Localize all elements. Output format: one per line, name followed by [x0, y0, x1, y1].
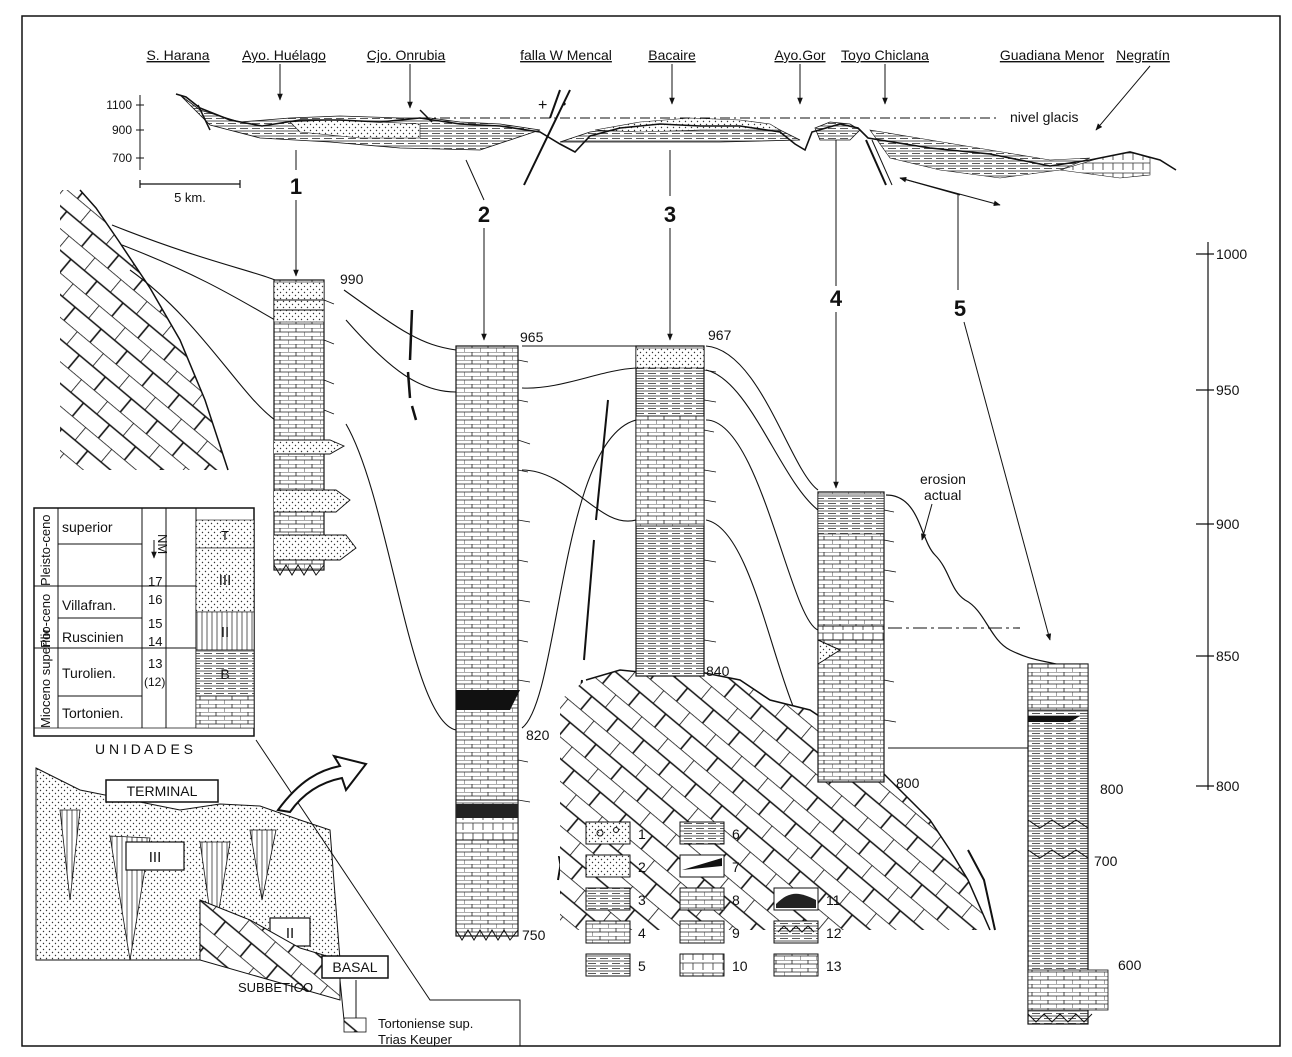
stage-ruscinien: Ruscinien: [62, 629, 123, 645]
column-4-value-800: 800: [896, 775, 920, 791]
stratigraphic-column-2: 965 820 750: [456, 329, 550, 943]
locality-falla-w-mencal: falla W Mencal: [520, 47, 612, 63]
units-footer: U N I D A D E S: [95, 741, 193, 757]
legend-2: 2: [638, 859, 646, 875]
column-5-value-600: 600: [1118, 957, 1142, 973]
legend-7: 7: [732, 859, 740, 875]
stage-superior: superior: [62, 519, 113, 535]
block-legend-2: Trias Keuper: [378, 1032, 453, 1047]
erosion-label-1: erosion: [920, 471, 966, 487]
locality-cjo-onrubia: Cjo. Onrubia: [367, 47, 446, 63]
basement-wedge-left: [60, 190, 228, 470]
locality-toyo-chiclana: Toyo Chiclana: [841, 47, 929, 63]
legend-13: 13: [826, 958, 842, 974]
unit-iii: III: [219, 572, 232, 589]
epoch-mioceno: Mioceno superior: [38, 628, 53, 728]
column-number-1: 1: [290, 174, 302, 199]
column-2-value-750: 750: [522, 927, 546, 943]
stratigraphic-column-1: 990: [274, 271, 364, 575]
block-unit-iii: III: [149, 849, 162, 866]
column-number-2: 2: [478, 202, 490, 227]
nm-13: 13: [148, 656, 162, 671]
axis-tick-800: 800: [1216, 778, 1240, 794]
nm-label: NM: [155, 534, 170, 554]
nm-15: 15: [148, 616, 162, 631]
unit-b: B: [220, 666, 229, 682]
legend-10: 10: [732, 958, 748, 974]
legend-9: 9: [732, 925, 740, 941]
curved-arrow-icon: [278, 756, 366, 812]
elevation-700: 700: [112, 151, 132, 165]
column-3-value-840: 840: [706, 663, 730, 679]
distance-scale-bar: [140, 180, 240, 188]
axis-tick-950: 950: [1216, 382, 1240, 398]
erosion-label-2: actual: [924, 487, 961, 503]
block-basal: BASAL: [332, 959, 377, 975]
column-2-value-820: 820: [526, 727, 550, 743]
top-profile: S. Harana Ayo. Huélago Cjo. Onrubia fall…: [106, 47, 1176, 290]
elevation-900: 900: [112, 123, 132, 137]
legend-1: 1: [638, 826, 646, 842]
block-diagram: III TERMINAL II BASAL SUBBETICO Tortonie…: [36, 740, 520, 1047]
locality-bacaire: Bacaire: [648, 47, 696, 63]
right-elevation-axis: 1000 950 900 850 800: [1196, 242, 1247, 794]
locality-s-harana: S. Harana: [146, 47, 209, 63]
block-subbetico: SUBBETICO: [238, 980, 313, 995]
unit-ii: II: [221, 624, 229, 641]
column-number-5: 5: [954, 296, 966, 321]
nm-12: (12): [144, 675, 165, 689]
column-5-value-700: 700: [1094, 853, 1118, 869]
stratigraphic-column-5: 800 700 600: [1028, 664, 1142, 1024]
legend-4: 4: [638, 925, 646, 941]
stage-villafran: Villafran.: [62, 597, 116, 613]
legend-8: 8: [732, 892, 740, 908]
epoch-pleistoceno: Pleisto-ceno: [38, 514, 53, 586]
legend-3: 3: [638, 892, 646, 908]
stage-tortonien: Tortonien.: [62, 705, 123, 721]
legend-12: 12: [826, 925, 842, 941]
units-table: Pleisto-ceno Plio-ceno Mioceno superior …: [34, 508, 254, 757]
nm-16: 16: [148, 592, 162, 607]
locality-ayo-gor: Ayo.Gor: [774, 47, 825, 63]
scale-label: 5 km.: [174, 190, 206, 205]
column-3-top-value: 967: [708, 327, 732, 343]
stratigraphic-column-3: 967 840: [636, 327, 732, 679]
legend-11: 11: [826, 892, 841, 908]
legend-6: 6: [732, 826, 740, 842]
fault-column-1: [408, 310, 416, 420]
elevation-1100: 1100: [106, 98, 132, 112]
locality-guadiana-menor: Guadiana Menor: [1000, 47, 1105, 63]
block-terminal: TERMINAL: [127, 783, 198, 799]
locality-ayo-huelago: Ayo. Huélago: [242, 47, 326, 63]
svg-text:+: +: [538, 97, 547, 114]
locality-negratin: Negratín: [1116, 47, 1170, 63]
glacis-label: nivel glacis: [1010, 109, 1078, 125]
column-number-4: 4: [830, 286, 843, 311]
column-1-top-value: 990: [340, 271, 364, 287]
stage-turolien: Turolien.: [62, 665, 116, 681]
column-5-value-800: 800: [1100, 781, 1124, 797]
unit-t: T: [221, 528, 229, 543]
svg-text:•: •: [562, 97, 566, 111]
legend-5: 5: [638, 958, 646, 974]
stratigraphic-column-4: 800: [818, 492, 920, 791]
block-unit-ii: II: [286, 925, 294, 942]
nm-14: 14: [148, 634, 162, 649]
block-legend-1: Tortoniense sup.: [378, 1016, 473, 1031]
axis-tick-850: 850: [1216, 648, 1240, 664]
column-number-3: 3: [664, 202, 676, 227]
column-2-top-value: 965: [520, 329, 544, 345]
nm-17: 17: [148, 574, 162, 589]
axis-tick-900: 900: [1216, 516, 1240, 532]
axis-tick-1000: 1000: [1216, 246, 1247, 262]
